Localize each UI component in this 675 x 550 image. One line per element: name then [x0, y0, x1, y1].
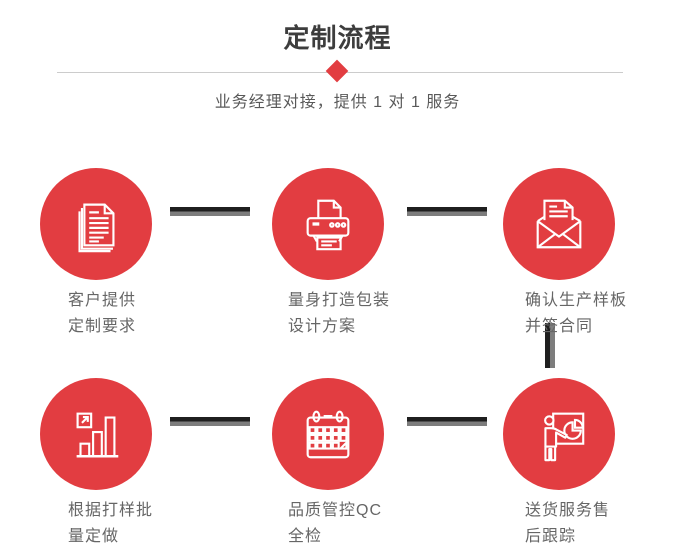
step-label-line: 全检: [288, 528, 323, 545]
step-label-line: 送货服务售: [525, 502, 611, 519]
step-label-6: 送货服务售 后跟踪: [525, 498, 610, 550]
step-label-line: 确认生产样板: [525, 292, 628, 309]
step-label-line: 并签合同: [525, 318, 594, 335]
calendar-icon: [306, 410, 350, 459]
bar-chart-icon: [76, 412, 119, 458]
step-label-line: 量身打造包装: [288, 292, 391, 309]
step-label-3: 确认生产样板 并签合同: [525, 288, 627, 340]
page-title: 定制流程: [283, 23, 392, 53]
step-label-2: 量身打造包装 设计方案: [288, 288, 390, 340]
step-circle-5: [272, 378, 384, 490]
documents-icon: [78, 203, 115, 253]
connector-step1-step2: [170, 207, 250, 216]
step-label-line: 客户提供: [68, 292, 137, 309]
step-label-line: 品质管控QC: [288, 502, 383, 519]
diamond-icon: [325, 59, 349, 83]
step-label-4: 根据打样批 量定做: [68, 498, 153, 550]
page-subtitle: 业务经理对接，提供 1 对 1 服务: [214, 94, 461, 111]
printer-icon: [306, 199, 350, 251]
step-label-line: 后跟踪: [525, 528, 577, 545]
step-label-line: 量定做: [68, 528, 120, 545]
step-circle-4: [40, 378, 152, 490]
step-circle-3: [503, 168, 615, 280]
connector-step5-step6: [407, 417, 487, 426]
envelope-icon: [536, 199, 582, 249]
step-circle-1: [40, 168, 152, 280]
step-label-line: 设计方案: [288, 318, 357, 335]
step-label-line: 根据打样批: [68, 502, 154, 519]
connector-step4-step5: [170, 417, 250, 426]
connector-step2-step3: [407, 207, 487, 216]
step-label-1: 客户提供 定制要求: [68, 288, 136, 340]
step-circle-2: [272, 168, 384, 280]
presentation-icon: [544, 412, 585, 462]
step-label-5: 品质管控QC 全检: [288, 498, 382, 550]
step-circle-6: [503, 378, 615, 490]
connector-step3-step6: [545, 323, 555, 368]
step-label-line: 定制要求: [68, 318, 137, 335]
